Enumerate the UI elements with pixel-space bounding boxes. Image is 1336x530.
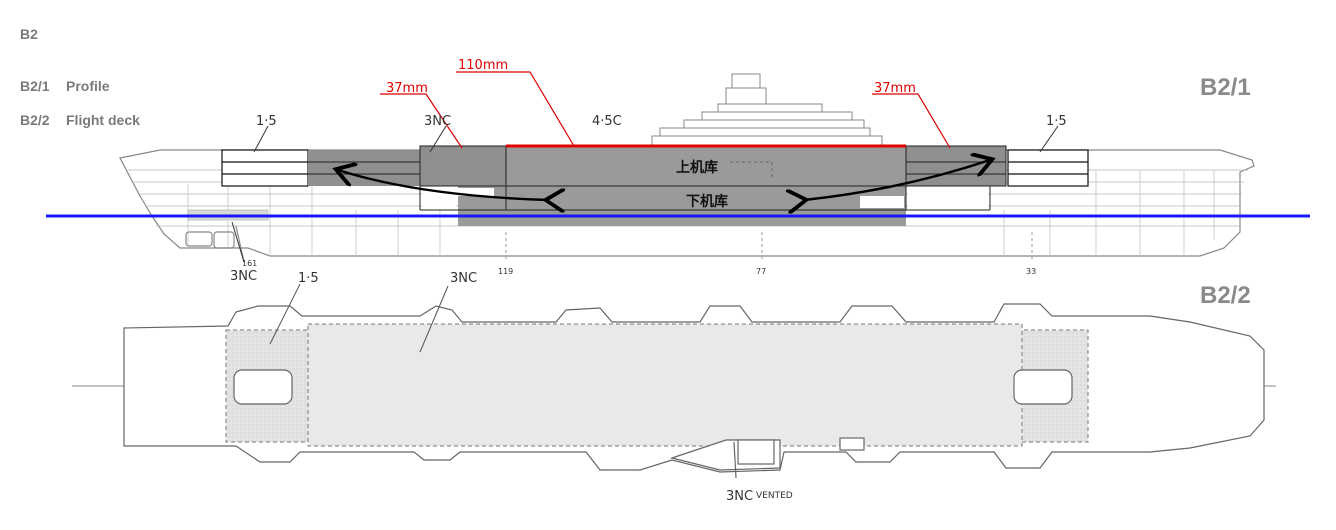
armor-label-right: 37mm	[874, 81, 916, 96]
lower-hangar-label: 下机库	[686, 193, 728, 210]
legend-deck-code: B2/2	[20, 112, 50, 128]
thickness-mid-fore: 3NC	[424, 114, 451, 129]
island-base	[669, 437, 865, 471]
frame-33: 33	[1026, 267, 1036, 276]
figure-label-profile: B2/1	[1200, 74, 1251, 101]
deck-label-3nc: 3NC	[450, 271, 477, 286]
deck-label-1-5: 1·5	[298, 271, 319, 286]
thickness-leaders	[231, 125, 1059, 263]
thickness-aft: 1·5	[1046, 114, 1067, 129]
deck-armor-1-5	[221, 149, 1089, 187]
section-code: B2	[20, 26, 38, 42]
frame-77: 77	[756, 267, 766, 276]
deck-label-3nc-bottom: 3NC	[726, 489, 753, 504]
frame-lines	[187, 170, 1215, 256]
armor-label-center: 110mm	[458, 58, 508, 73]
deck-label-vented: VENTED	[756, 491, 793, 501]
thickness-fore: 1·5	[256, 114, 277, 129]
island-leader	[733, 441, 737, 479]
frame-markers	[505, 232, 1033, 262]
legend-deck-label: Flight deck	[66, 112, 140, 128]
legend-profile-label: Profile	[66, 78, 110, 94]
hangar-arrows	[338, 160, 990, 200]
deck-armor-3nc-area	[307, 323, 1023, 447]
island-superstructure	[651, 73, 883, 147]
legend-profile-code: B2/1	[20, 78, 50, 94]
upper-hangar-label: 上机库	[676, 159, 718, 176]
lift-aft	[233, 369, 293, 405]
lift-fore	[1013, 369, 1073, 405]
profile-view: 37mm 110mm 37mm 1·5 3NC 4·5C 1·5 3NC 161…	[46, 58, 1310, 284]
armor-leaders	[380, 71, 951, 149]
frame-161: 161	[242, 259, 257, 268]
deck-leaders	[269, 283, 449, 353]
frame-119: 119	[498, 267, 513, 276]
flight-deck-view: 1·5 3NC 3NC VENTED	[72, 271, 1276, 504]
armor-label-left: 37mm	[386, 81, 428, 96]
figure-label-deck: B2/2	[1200, 282, 1251, 309]
thickness-center: 4·5C	[592, 114, 622, 129]
thickness-bottom: 3NC	[230, 269, 257, 284]
